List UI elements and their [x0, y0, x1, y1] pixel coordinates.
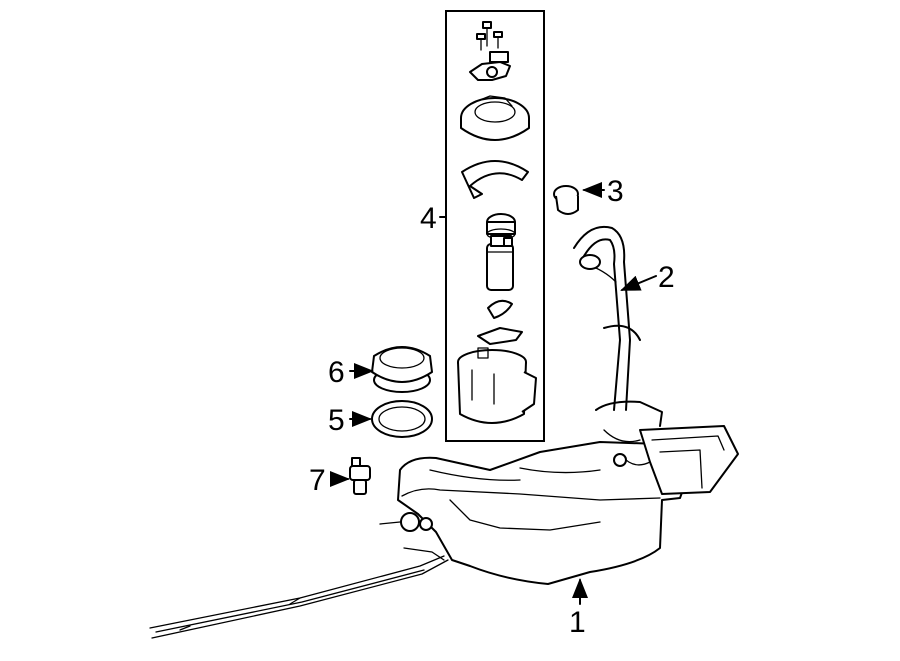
callout-1: 1: [569, 606, 586, 639]
strainer-clip: [487, 299, 513, 319]
screws: [476, 21, 503, 51]
callout-6: 6: [328, 356, 345, 389]
part-7-valve[interactable]: [349, 457, 371, 495]
callout-4: 4: [420, 202, 437, 235]
callout-7: 7: [309, 464, 326, 497]
flange-cover: [460, 95, 530, 141]
part-5-seal-ring[interactable]: [371, 400, 433, 438]
pump-seal: [486, 213, 516, 240]
part-2-filler-neck[interactable]: [573, 226, 641, 411]
connector-fitting: [469, 51, 511, 81]
callout-3: 3: [607, 175, 624, 208]
callout-5: 5: [328, 404, 345, 437]
part-3-cap[interactable]: [553, 185, 579, 215]
part-1-fuel-tank[interactable]: [149, 400, 739, 639]
fuel-pump: [486, 235, 514, 291]
callout-2: 2: [658, 261, 675, 294]
pump-module-box: [445, 10, 545, 442]
lock-ring-segment: [461, 160, 529, 199]
callout-leaders: [330, 182, 657, 605]
part-6-lock-ring[interactable]: [371, 346, 433, 393]
pump-module-group[interactable]: [445, 10, 545, 442]
reservoir-bucket: [457, 347, 537, 424]
pump-bracket: [477, 327, 523, 345]
